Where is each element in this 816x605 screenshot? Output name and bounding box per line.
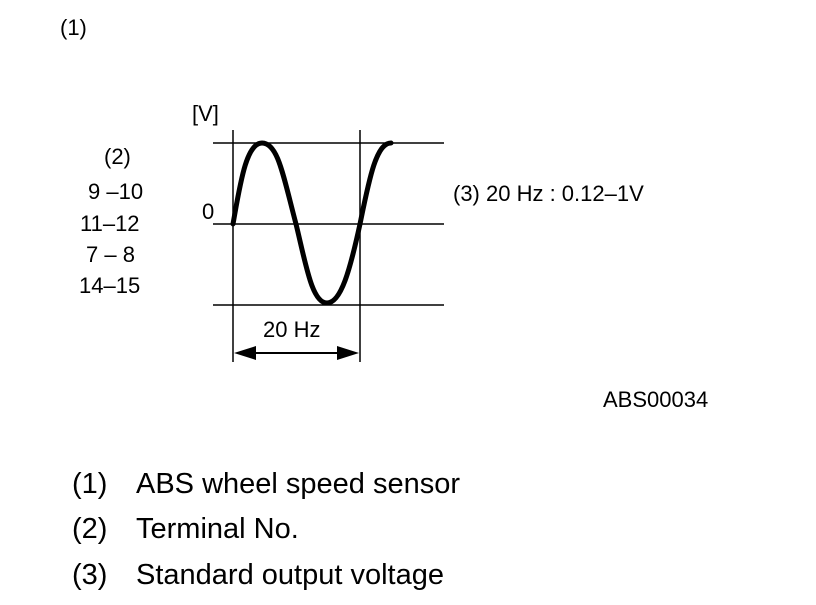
terminal-pair: 11–12 bbox=[80, 211, 140, 236]
legend-number: (3) bbox=[72, 559, 108, 591]
legend-number: (1) bbox=[72, 468, 108, 500]
terminal-pair: 9 –10 bbox=[88, 179, 144, 204]
legend-text: Standard output voltage bbox=[136, 559, 444, 591]
terminal-pair: 14–15 bbox=[79, 273, 141, 298]
voltage-waveform bbox=[230, 140, 394, 306]
legend-text: ABS wheel speed sensor bbox=[136, 468, 461, 500]
figure-code: ABS00034 bbox=[603, 387, 709, 412]
legend-item: (3) Standard output voltage bbox=[72, 561, 444, 590]
terminal-heading: (2) bbox=[104, 144, 131, 169]
period-arrow-right-head bbox=[337, 346, 359, 360]
period-arrow-left-head bbox=[234, 346, 256, 360]
legend-item: (1) ABS wheel speed sensor bbox=[72, 470, 460, 499]
figure-marker: (1) bbox=[60, 15, 87, 40]
zero-label: 0 bbox=[202, 199, 215, 224]
period-label: 20 Hz bbox=[263, 317, 321, 342]
legend-text: Terminal No. bbox=[136, 513, 299, 545]
legend-number: (2) bbox=[72, 513, 108, 545]
terminal-pair: 7 – 8 bbox=[86, 242, 135, 267]
axis-unit-label: [V] bbox=[192, 101, 219, 126]
spec-text: (3) 20 Hz : 0.12–1V bbox=[453, 181, 644, 206]
legend-item: (2) Terminal No. bbox=[72, 515, 299, 544]
